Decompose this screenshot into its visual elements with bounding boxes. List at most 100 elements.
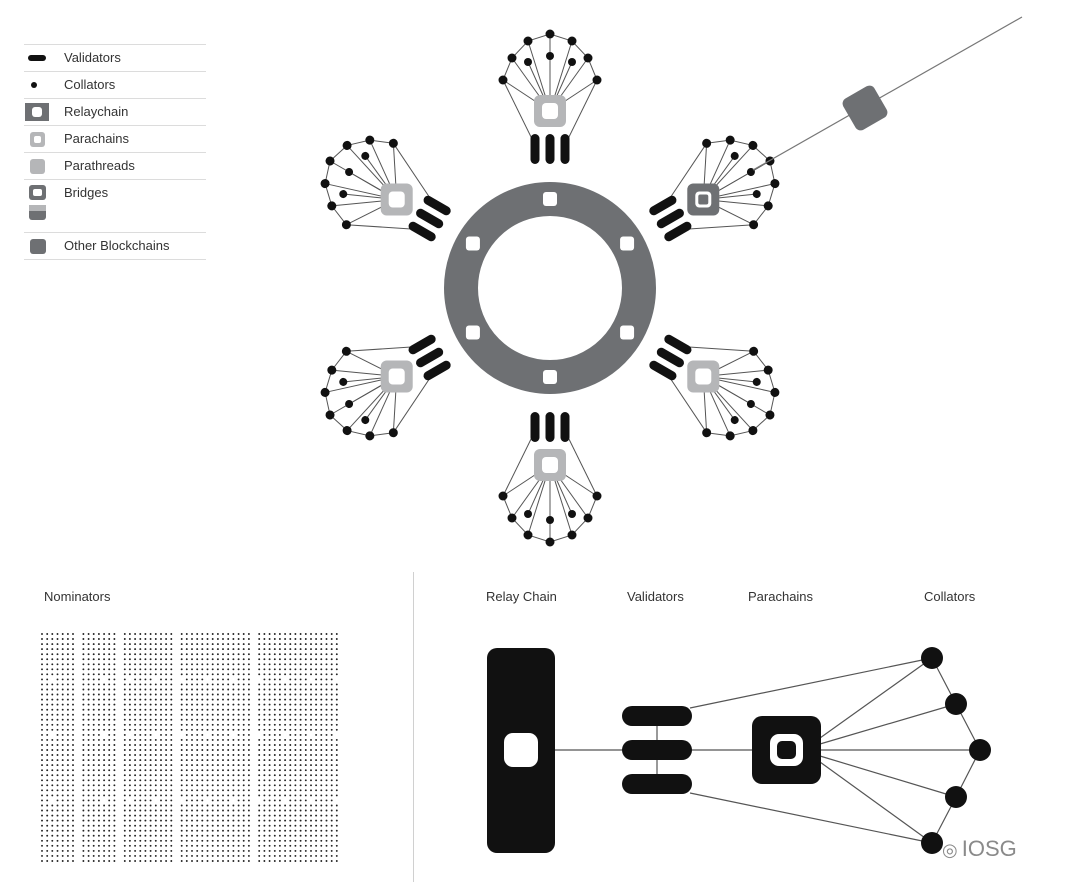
nominator-dot xyxy=(278,698,281,701)
nominator-dot xyxy=(310,653,312,656)
collator-node xyxy=(507,513,517,523)
nominator-dot xyxy=(61,814,64,817)
nominator-dot xyxy=(154,774,157,777)
nominator-dot xyxy=(227,784,230,787)
nominator-dot xyxy=(139,708,142,711)
nominator-dot xyxy=(82,678,85,681)
nominator-dot xyxy=(144,673,147,676)
nominator-dot xyxy=(299,713,302,716)
nominator-dot xyxy=(325,784,328,787)
nominator-dot xyxy=(139,744,142,746)
nominator-dot xyxy=(278,673,281,676)
nominator-dot xyxy=(294,713,297,716)
nominator-dot xyxy=(232,804,235,807)
nominator-dot xyxy=(237,718,240,721)
nominator-dot xyxy=(237,814,240,817)
nominator-dot xyxy=(315,663,318,666)
nominator-dot xyxy=(46,698,49,701)
nominator-dot xyxy=(258,744,261,746)
nominator-dot xyxy=(211,769,214,772)
collator-node xyxy=(945,786,967,808)
nominator-dot xyxy=(134,703,137,706)
relaychain-slot xyxy=(543,192,557,206)
nominator-dot xyxy=(149,663,152,666)
nominator-dot xyxy=(128,789,131,792)
nominator-dot xyxy=(304,809,307,812)
nominator-dot xyxy=(263,658,266,661)
nominator-dot xyxy=(108,733,111,736)
nominator-dot xyxy=(268,673,271,676)
nominator-dot xyxy=(273,728,276,731)
nominator-dot xyxy=(154,663,157,666)
nominator-dot xyxy=(165,723,168,726)
nominator-dot xyxy=(144,718,147,721)
nominator-dot xyxy=(284,693,287,696)
nominator-dot xyxy=(278,733,281,736)
nominator-dot xyxy=(247,804,250,807)
nominator-dot xyxy=(72,749,74,751)
nominator-dot xyxy=(154,764,157,767)
nominator-dot xyxy=(201,769,204,772)
nominator-dot xyxy=(206,804,209,807)
legend-label: Bridges xyxy=(64,185,109,200)
nominator-dot xyxy=(46,814,49,817)
nominator-dot xyxy=(206,774,209,777)
collator-node xyxy=(752,190,761,199)
nominator-dot xyxy=(222,764,224,767)
nominator-dot xyxy=(170,764,173,767)
nominator-dot xyxy=(268,749,271,751)
nominator-dot xyxy=(222,728,224,731)
nominator-dot xyxy=(310,769,312,772)
nominator-dot xyxy=(299,799,302,802)
nominator-dot xyxy=(82,749,85,751)
nominator-dot xyxy=(51,708,54,711)
nominator-dot xyxy=(289,774,292,777)
nominator-dot xyxy=(61,784,64,787)
nominator-dot xyxy=(61,663,64,666)
nominator-dot xyxy=(72,789,74,792)
nominator-dot xyxy=(66,698,69,701)
nominator-dot xyxy=(108,633,111,635)
nominator-dot xyxy=(170,723,173,726)
nominator-dot xyxy=(149,708,152,711)
validator-node xyxy=(656,347,684,368)
nominator-dot xyxy=(154,728,157,731)
nominator-dot xyxy=(227,814,230,817)
nominator-dot xyxy=(294,643,297,646)
nominator-dot xyxy=(46,723,49,726)
nominator-dot xyxy=(289,738,292,741)
collator-node xyxy=(365,431,375,441)
collator-node xyxy=(568,510,576,518)
nominator-dot xyxy=(165,683,168,686)
nominator-dot xyxy=(160,683,162,686)
nominator-dot xyxy=(191,658,193,661)
nominator-dot xyxy=(56,673,59,676)
nominator-dot xyxy=(268,738,271,741)
nominator-dot xyxy=(242,784,245,787)
nominator-dot xyxy=(196,648,199,651)
nominator-dot xyxy=(113,814,116,817)
nominator-dot xyxy=(258,673,261,676)
nominator-dot xyxy=(170,673,173,676)
nominator-dot xyxy=(103,779,106,782)
nominator-dot xyxy=(134,718,137,721)
nominator-dot xyxy=(170,789,173,792)
nominator-dot xyxy=(72,713,74,716)
nominator-dot xyxy=(41,779,43,782)
nominator-dot xyxy=(92,759,95,762)
nominator-dot xyxy=(258,708,261,711)
nominator-dot xyxy=(320,643,323,646)
nominator-dot xyxy=(247,698,250,701)
nominator-dot xyxy=(310,693,312,696)
nominator-dot xyxy=(97,643,100,646)
nominator-dot xyxy=(128,688,131,691)
nominator-dot xyxy=(299,784,302,787)
nominator-dot xyxy=(103,784,106,787)
nominator-dot xyxy=(92,633,95,635)
nominator-dot xyxy=(222,814,224,817)
nominator-dot xyxy=(123,754,126,756)
nominator-dot xyxy=(330,789,333,792)
nominator-dot xyxy=(139,769,142,772)
nominator-dot xyxy=(103,754,106,756)
nominator-dot xyxy=(278,814,281,817)
